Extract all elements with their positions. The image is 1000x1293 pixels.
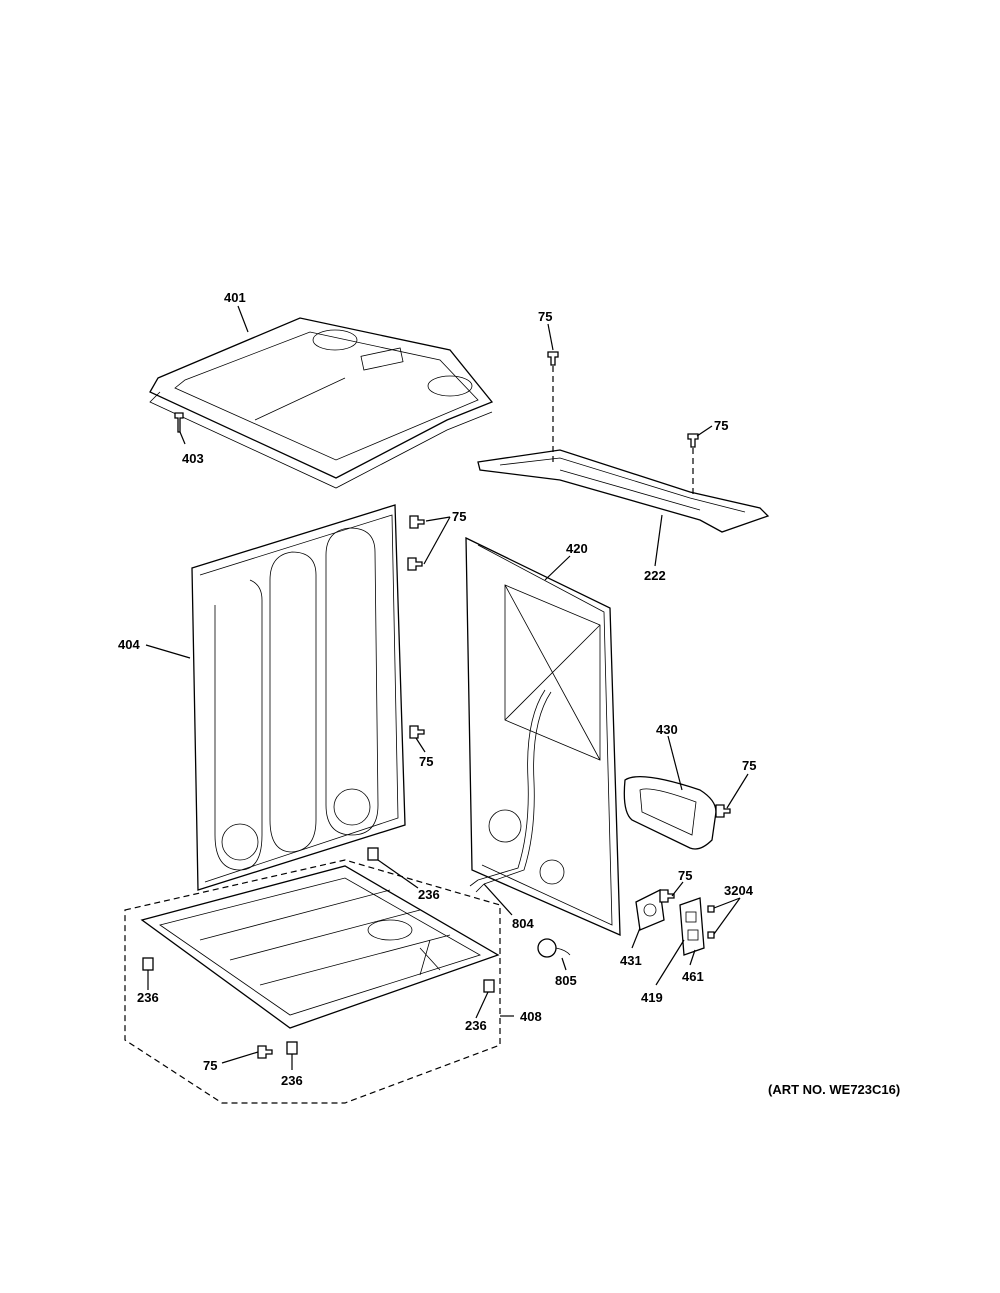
callout-236-c: 236 — [465, 1018, 487, 1033]
callout-75-side-top: 75 — [452, 509, 466, 524]
base-frame-part-408 — [124, 859, 501, 1104]
screw-part-75-431 — [659, 889, 675, 903]
callout-401: 401 — [224, 290, 246, 305]
leader-lines — [145, 305, 749, 1070]
callout-75-base: 75 — [203, 1058, 217, 1073]
leveling-foot-part-236-a — [367, 847, 379, 861]
top-bracket-part-222 — [477, 449, 770, 533]
screw-part-75-top — [547, 351, 559, 462]
callout-75-side-mid: 75 — [419, 754, 433, 769]
callout-461: 461 — [682, 969, 704, 984]
callout-419: 419 — [641, 990, 663, 1005]
callout-404: 404 — [118, 637, 140, 652]
callout-236-b: 236 — [137, 990, 159, 1005]
callout-3204: 3204 — [724, 883, 754, 898]
callout-430: 430 — [656, 722, 678, 737]
callout-431: 431 — [620, 953, 642, 968]
leveling-foot-part-236-d — [286, 1041, 298, 1055]
callout-75-top: 75 — [538, 309, 552, 324]
side-panel-part-404 — [191, 504, 406, 891]
screw-part-75-side-low — [409, 725, 425, 739]
screw-part-75-bracket — [687, 433, 699, 496]
vent-duct-part-430 — [623, 776, 717, 850]
top-cover-part-401 — [149, 317, 494, 489]
callout-75-431: 75 — [678, 868, 692, 883]
rear-panel-part-420 — [465, 536, 621, 937]
callout-420: 420 — [566, 541, 588, 556]
callout-805: 805 — [555, 973, 577, 988]
terminal-block-part-431 — [635, 889, 665, 931]
callout-75-duct: 75 — [742, 758, 756, 773]
callout-403: 403 — [182, 451, 204, 466]
callout-75-bracket: 75 — [714, 418, 728, 433]
screws-part-3204 — [707, 905, 715, 939]
power-cord-part-804 — [469, 879, 485, 893]
screw-part-75-duct — [715, 804, 731, 818]
screw-part-403 — [174, 412, 184, 433]
callout-236-d: 236 — [281, 1073, 303, 1088]
callout-408: 408 — [520, 1009, 542, 1024]
leveling-foot-part-236-b — [142, 957, 154, 971]
art-number: (ART NO. WE723C16) — [768, 1082, 900, 1097]
screw-part-75-base — [257, 1045, 273, 1059]
screw-part-75-side-mid — [407, 557, 423, 571]
switch-part-461 — [679, 897, 705, 956]
leveling-foot-part-236-c — [483, 979, 495, 993]
callout-804: 804 — [512, 916, 534, 931]
callout-236-a: 236 — [418, 887, 440, 902]
thermostat-part-805 — [537, 938, 571, 958]
screw-part-75-side-top — [409, 515, 425, 529]
callout-222: 222 — [644, 568, 666, 583]
